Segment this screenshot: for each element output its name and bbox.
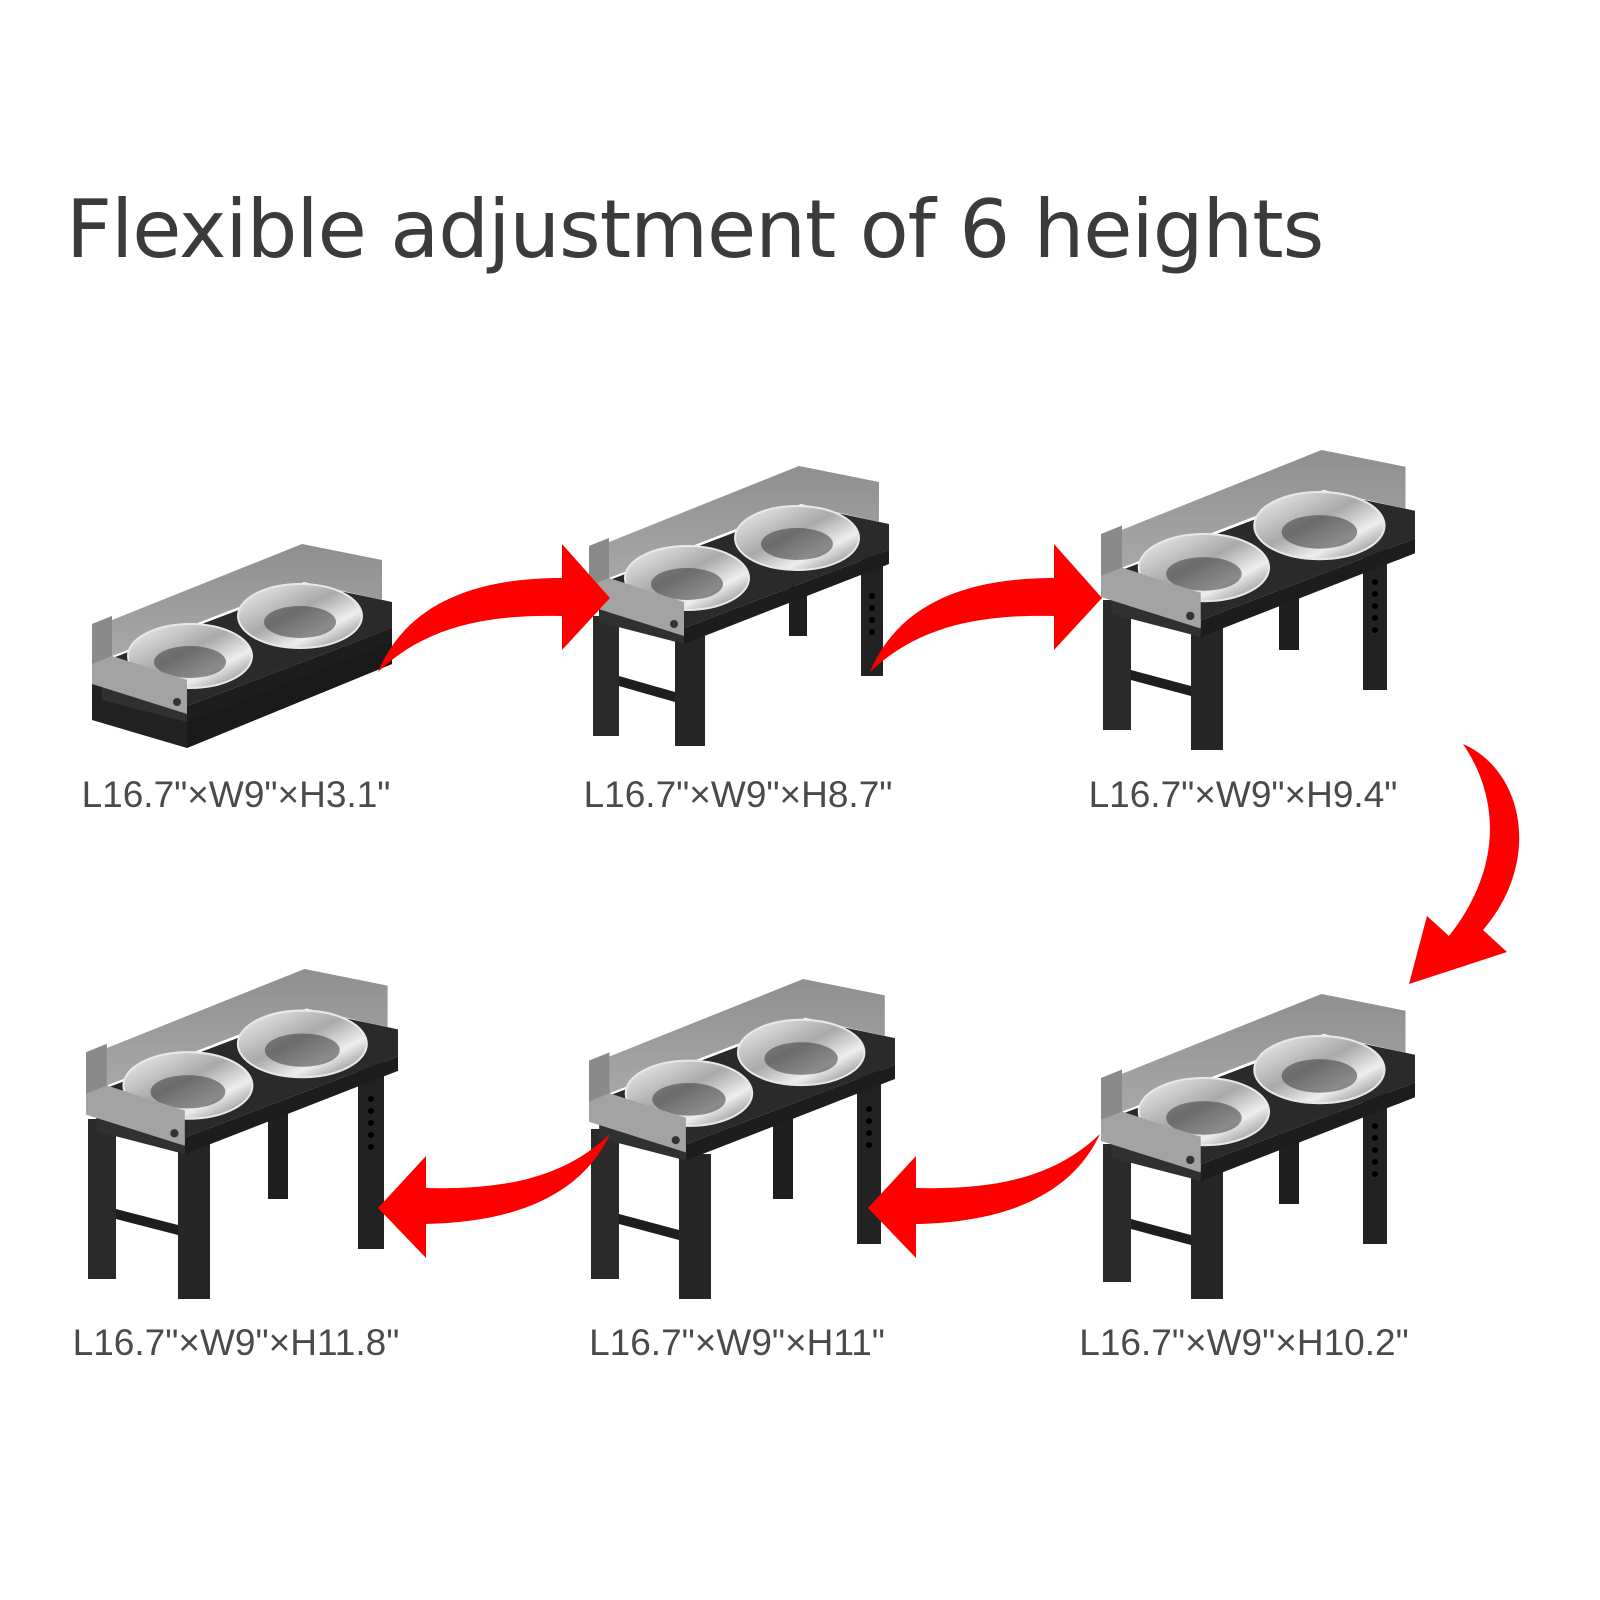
product-image-height-4 [1099, 992, 1415, 1299]
arrow-right-icon [378, 544, 610, 672]
product-image-height-1 [91, 543, 393, 748]
product-image-height-5 [587, 977, 897, 1299]
product-image-height-3 [1099, 448, 1415, 750]
dimension-label-3: L16.7"×W9"×H9.4" [1088, 774, 1398, 815]
dimension-label-2: L16.7"×W9"×H8.7" [583, 774, 893, 815]
product-image-height-2 [588, 465, 890, 746]
page-title: Flexible adjustment of 6 heights [66, 183, 1324, 276]
arrow-left-icon [378, 1134, 610, 1258]
dimension-label-1: L16.7"×W9"×H3.1" [81, 774, 391, 815]
arrow-left-icon [868, 1134, 1100, 1258]
dimension-label-6: L16.7"×W9"×H11.8" [72, 1322, 400, 1363]
dimension-label-4: L16.7"×W9"×H10.2" [1079, 1322, 1409, 1363]
dimension-label-5: L16.7"×W9"×H11" [589, 1322, 885, 1363]
arrow-down-curve-icon [1409, 744, 1520, 984]
product-image-height-6 [84, 967, 400, 1299]
arrow-right-icon [870, 544, 1102, 672]
